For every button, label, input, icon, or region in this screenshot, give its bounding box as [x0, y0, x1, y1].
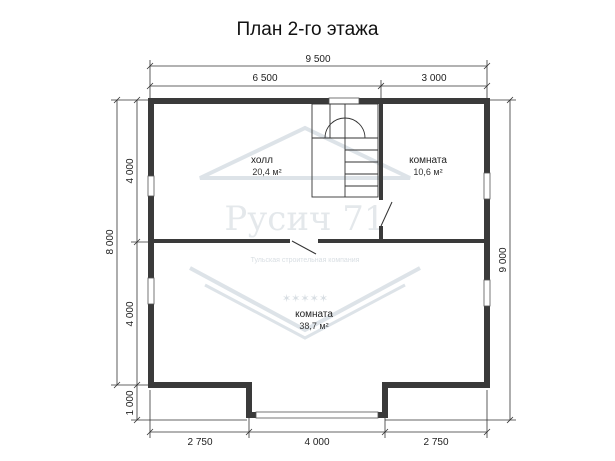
room-large-area: 38,7 м² — [299, 321, 328, 331]
dim-bottom-right: 2 750 — [423, 437, 448, 448]
dim-bottom-left: 2 750 — [187, 437, 212, 448]
staircase — [311, 103, 379, 198]
watermark-tagline: Тульская строительная компания — [251, 257, 360, 264]
dim-left-lower: 4 000 — [125, 301, 136, 326]
dimension-lines — [111, 60, 516, 438]
dim-left-total: 8 000 — [105, 229, 116, 254]
dim-top-total: 9 500 — [305, 54, 330, 65]
dim-top-right: 3 000 — [421, 73, 446, 84]
room-small-name: комната — [409, 155, 447, 166]
room-hall-area: 20,4 м² — [252, 167, 281, 177]
room-large-name: комната — [295, 309, 333, 320]
plan-title: План 2-го этажа — [236, 19, 379, 40]
watermark-brand: Русич 71 — [224, 199, 385, 239]
dim-right-total: 9 000 — [498, 247, 509, 272]
dim-left-upper: 4 000 — [125, 158, 136, 183]
dim-left-bottom: 1 000 — [125, 390, 136, 415]
room-hall-name: холл — [251, 155, 273, 166]
dim-bottom-mid: 4 000 — [304, 437, 329, 448]
room-small-area: 10,6 м² — [413, 167, 442, 177]
dim-top-left: 6 500 — [252, 73, 277, 84]
windows — [147, 97, 491, 419]
svg-text:✶✶✶✶✶: ✶✶✶✶✶ — [282, 293, 328, 305]
doors — [291, 201, 393, 255]
watermark-logo: Русич 71 Тульская строительная компания … — [189, 125, 421, 340]
